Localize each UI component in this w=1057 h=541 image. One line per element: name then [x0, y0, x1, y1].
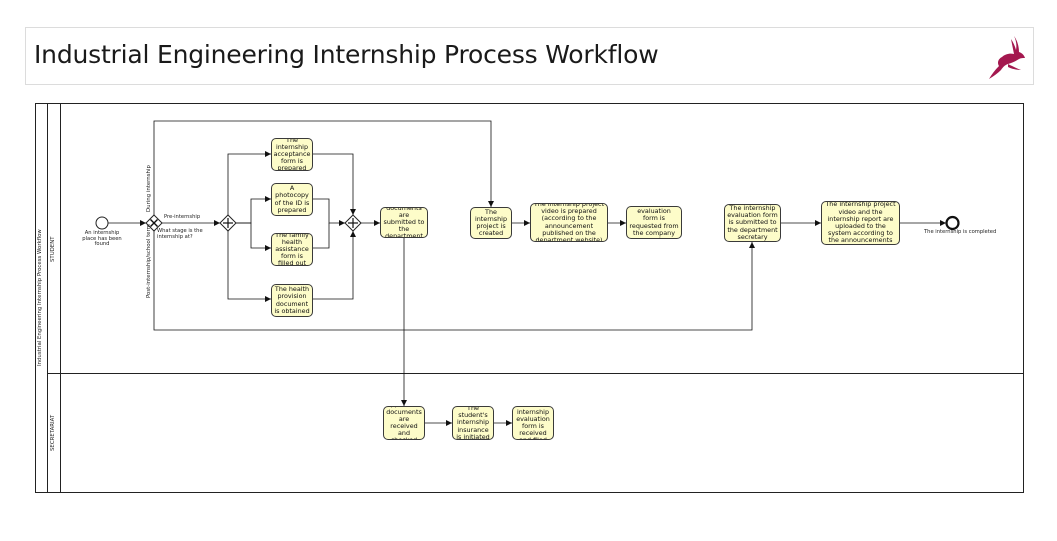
task-eval-filed: The internship evaluation form is receiv…: [512, 406, 554, 440]
task-id-photocopy: A photocopy of the ID is prepared: [271, 183, 313, 216]
task-acceptance-form: The internship acceptance form is prepar…: [271, 138, 313, 171]
path-label-post: Post-internship/school term: [146, 224, 152, 298]
sequence-flows: [108, 120, 946, 426]
exclusive-gateway-icon: [145, 214, 163, 232]
task-family-form: The family health assistance form is fil…: [271, 233, 313, 266]
pool: [35, 103, 1024, 493]
task-insurance: The student's internship insurance is in…: [452, 406, 494, 440]
parallel-gateway-icon: [344, 214, 362, 232]
end-event-label: The internship is completed: [924, 229, 997, 235]
task-upload-report: The internship project video and the int…: [821, 201, 900, 245]
task-health-document: The health provision document is obtaine…: [271, 284, 313, 317]
lane-label-student: STUDENT: [50, 236, 56, 262]
task-sealed-form: A sealed evaluation form is requested fr…: [626, 206, 682, 239]
logo-deer-icon: [989, 36, 1025, 79]
page-title: Industrial Engineering Internship Proces…: [34, 40, 659, 69]
task-docs-received: Application documents are received and c…: [383, 406, 425, 440]
start-event-label: An internship place has been found: [82, 230, 122, 248]
task-project-created: The internship project is created: [470, 207, 512, 239]
task-eval-submitted: The internship evaluation form is submit…: [724, 204, 781, 242]
path-label-pre: Pre-internship: [164, 214, 201, 220]
path-label-during: During internship: [146, 165, 152, 212]
end-event: [945, 215, 960, 231]
start-event: [95, 216, 109, 230]
task-submit-documents: The documents are submitted to the depar…: [380, 207, 428, 238]
gateway-question-label: What stage is the internship at?: [157, 228, 203, 240]
parallel-gateway-icon: [219, 214, 237, 232]
pool-label: Industrial Engineering Internship Proces…: [37, 229, 43, 366]
task-project-video: The internship project video is prepared…: [530, 203, 608, 242]
header: Industrial Engineering Internship Proces…: [25, 27, 1034, 85]
lane-label-secretariat: SECRETARIAT: [50, 414, 56, 451]
